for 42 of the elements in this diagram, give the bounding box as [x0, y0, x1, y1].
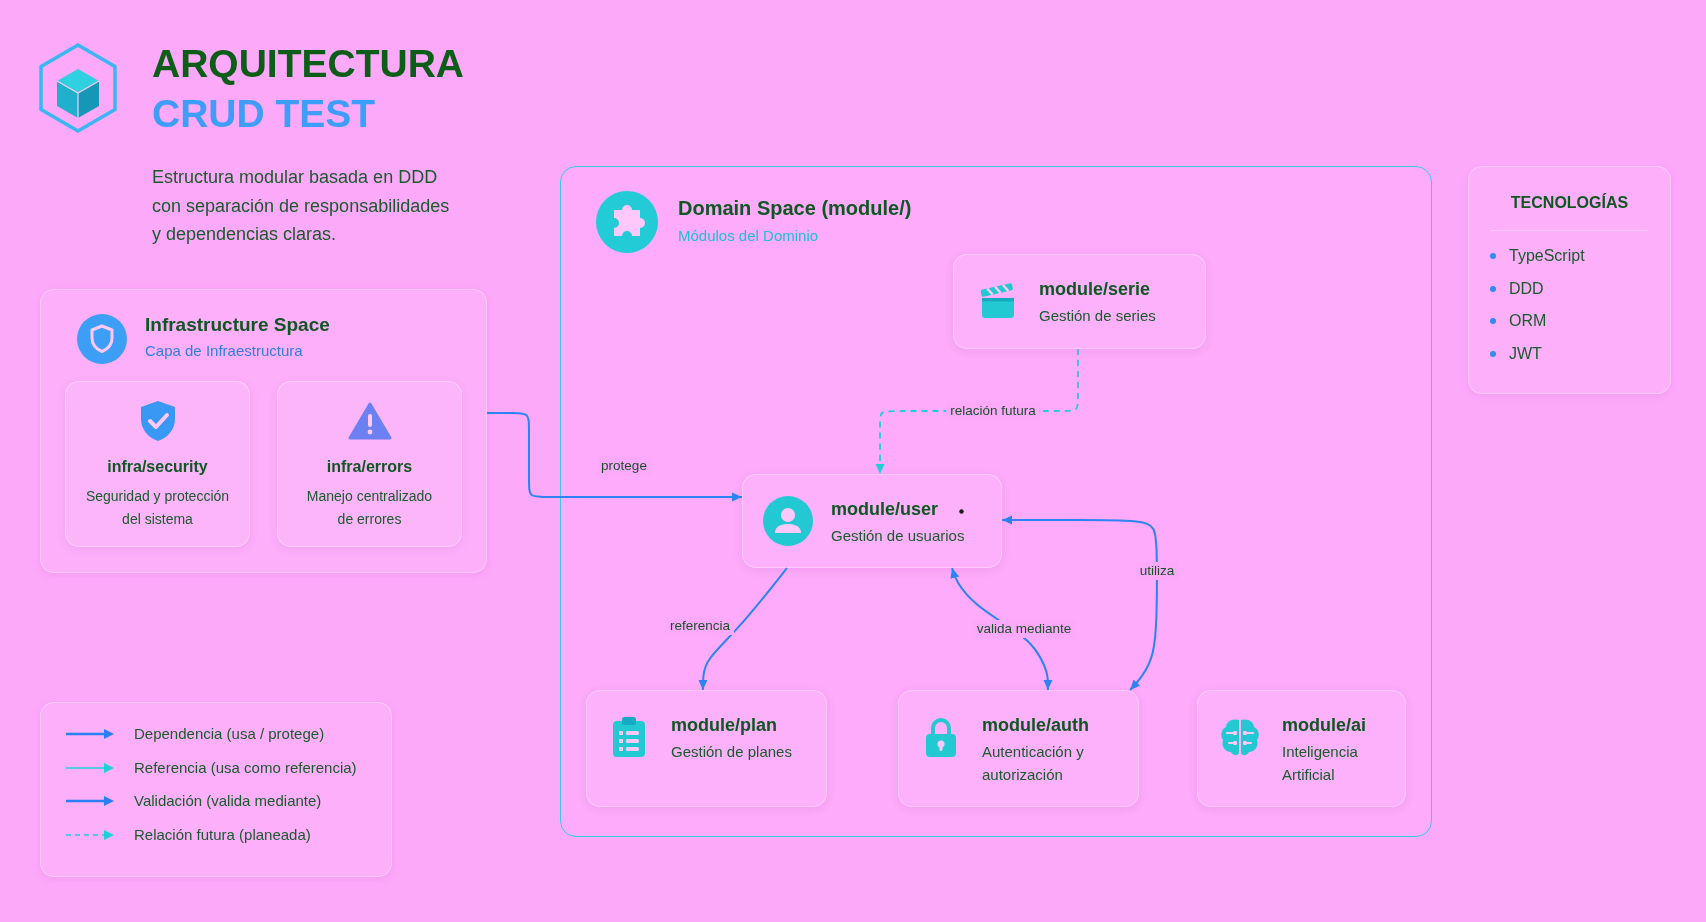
module-title: module/plan — [671, 714, 777, 737]
intro-text: Estructura modular basada en DDD con separación de responsabilidades y dependencias claras. — [152, 166, 451, 246]
panel-title: Infrastructure Space — [145, 313, 330, 337]
module-card — [65, 381, 250, 547]
module-description: Seguridad y protección del sistema — [84, 487, 231, 529]
module-card — [953, 254, 1206, 349]
legend-text: Dependencia (usa / protege) — [134, 724, 325, 744]
module-card — [1197, 690, 1406, 807]
module-card — [277, 381, 462, 547]
module-title: module/serie — [1039, 278, 1151, 301]
list-item: DDD — [1509, 278, 1544, 299]
panel-title: Domain Space (module/) — [678, 196, 912, 220]
arrow — [698, 567, 788, 691]
module-description: Gestión de planes — [671, 742, 792, 762]
module-title: infra/errors — [325, 457, 414, 477]
domain-panel — [560, 166, 1432, 837]
tech-panel — [1468, 166, 1671, 394]
module-title: module/ai — [1282, 714, 1366, 737]
module-title: infra/security — [106, 457, 209, 477]
legend-text: Referencia (usa como referencia) — [134, 757, 357, 778]
legend-text: Validación (valida mediante) — [134, 791, 322, 812]
list-item: ORM — [1509, 311, 1547, 332]
module-title: module/user — [831, 498, 939, 521]
diagram-title: ARQUITECTURA CRUD TEST — [152, 41, 464, 137]
panel-subtitle: Módulos del Dominio — [678, 226, 819, 246]
panel-subtitle: Capa de Infraestructura — [145, 341, 303, 361]
arrow — [1001, 515, 1158, 691]
list-item: JWT — [1509, 343, 1542, 364]
list-heading: TECNOLOGÍAS — [1509, 192, 1630, 213]
module-description: Gestión de series — [1039, 306, 1156, 326]
arrow — [486, 412, 743, 502]
module-description: Inteligencia Artificial — [1282, 742, 1359, 785]
list-item: TypeScript — [1509, 246, 1585, 266]
legend-text: Relación futura (planeada) — [134, 825, 311, 846]
module-description: Autenticación y autorización — [982, 742, 1085, 785]
module-card — [898, 690, 1139, 807]
layer-panel — [40, 289, 487, 573]
module-title: module/auth — [982, 714, 1089, 737]
module-card — [742, 474, 1002, 568]
module-description: Gestión de usuarios — [831, 526, 965, 546]
module-card — [586, 690, 827, 807]
module-description: Manejo centralizado de errores — [305, 487, 434, 529]
